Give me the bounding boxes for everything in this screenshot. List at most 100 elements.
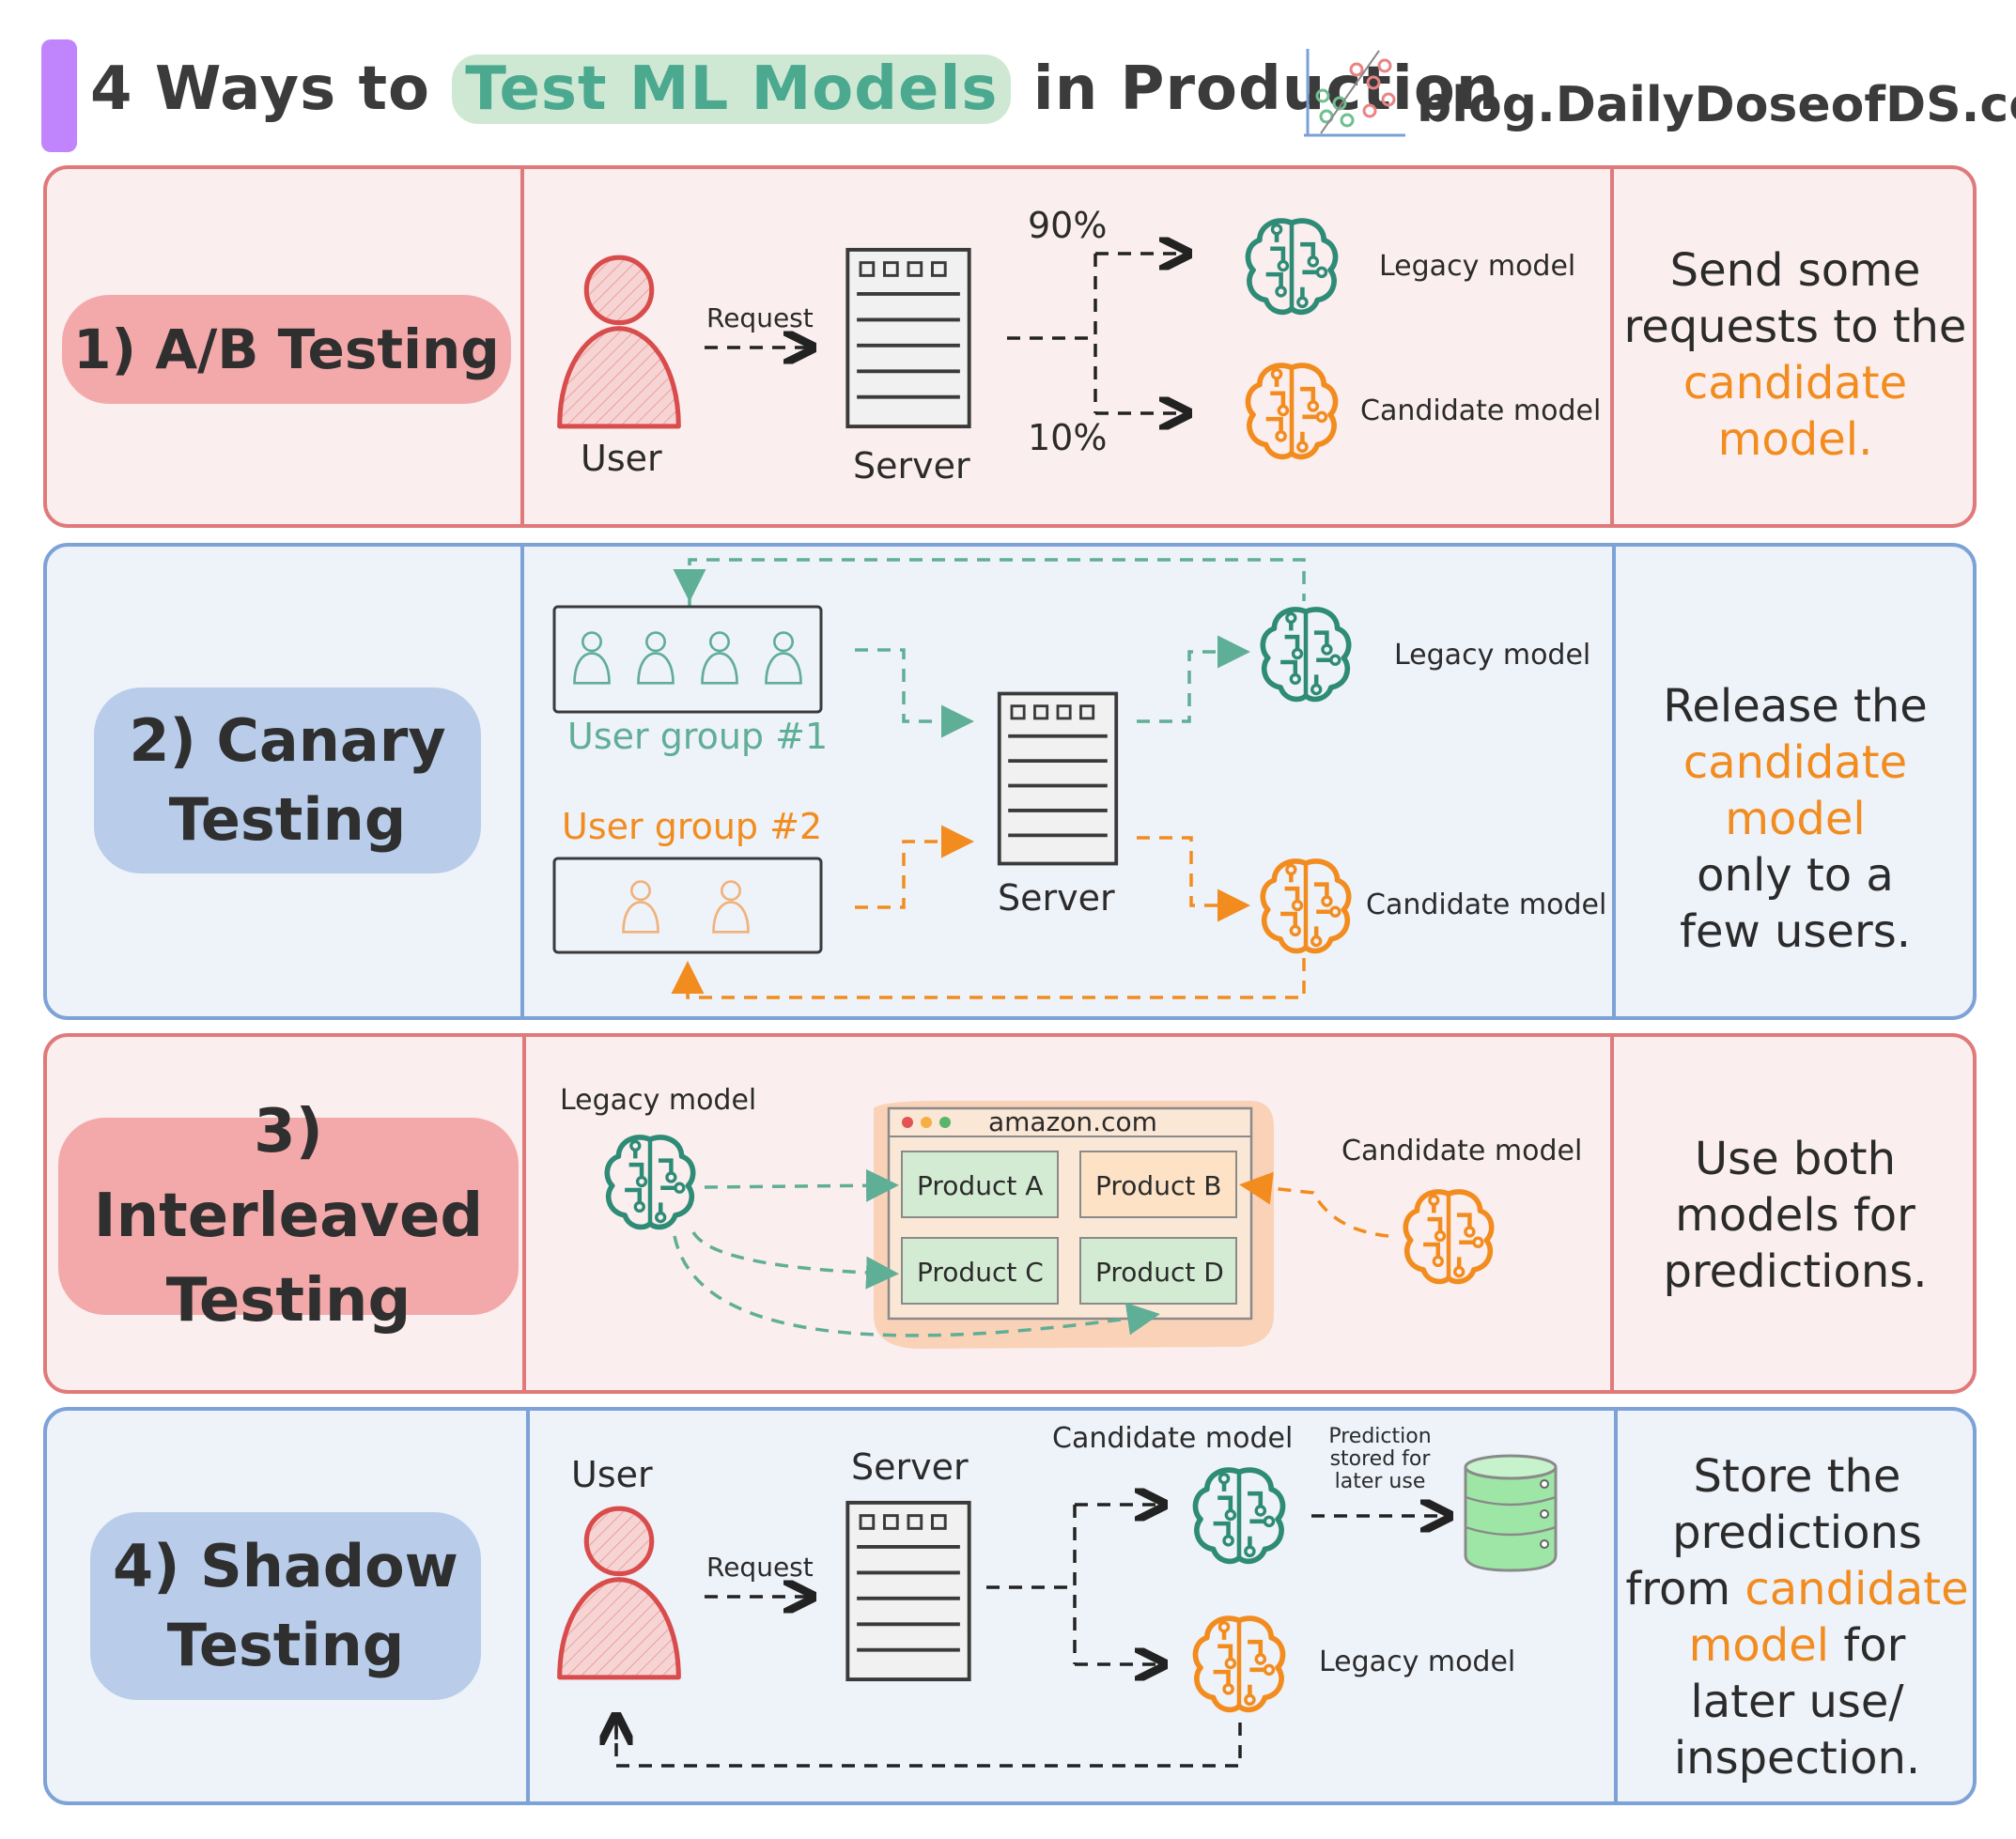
- section-label-line: 3) Interleaved: [93, 1097, 484, 1251]
- divider: [1612, 547, 1616, 1016]
- group1-to-server-arrow: [855, 648, 974, 738]
- server-icon: [845, 1500, 971, 1682]
- desc-word: from: [1625, 1563, 1731, 1615]
- candidate-model-label: Candidate model: [1341, 1135, 1583, 1167]
- section-ab-testing: 1) A/B Testing Send some requests to the…: [43, 165, 1977, 528]
- section-label-line: Testing: [165, 1266, 411, 1336]
- user-group1-box: [552, 605, 823, 714]
- title-post: in Production: [1032, 54, 1500, 124]
- desc-line-highlight: candidate: [1683, 357, 1908, 410]
- request-label: Request: [706, 1552, 814, 1583]
- candidate-model-label: Candidate model: [1366, 889, 1607, 921]
- divider: [522, 1037, 526, 1390]
- desc-word-highlight: candidate: [1745, 1563, 1969, 1615]
- legacy-to-product-a-arrow: [704, 1168, 899, 1202]
- candidate-to-product-b-arrow: [1239, 1171, 1389, 1238]
- desc-line: Send some: [1669, 244, 1921, 297]
- section-label: 1) A/B Testing: [62, 295, 511, 404]
- desc-line: predictions.: [1663, 1245, 1928, 1298]
- desc-line: later use/: [1690, 1676, 1904, 1728]
- stored-line: Prediction: [1328, 1425, 1432, 1448]
- user-group2-box: [552, 857, 823, 954]
- legacy-model-brain-icon: [607, 1137, 692, 1228]
- divider: [1610, 169, 1614, 524]
- database-icon: [1464, 1454, 1558, 1572]
- legacy-model-label: Legacy model: [1394, 639, 1591, 672]
- prediction-stored-label: Prediction stored for later use: [1319, 1426, 1441, 1493]
- legacy-model-brain-icon: [1263, 610, 1348, 700]
- server-to-candidate-arrow: [1137, 836, 1250, 922]
- legacy-model-label: Legacy model: [1379, 250, 1576, 283]
- product-d-tile: [1079, 1237, 1237, 1305]
- desc-line: from candidate: [1616, 1561, 1978, 1617]
- scatter-logo-icon: [1304, 49, 1405, 137]
- desc-line: Use both: [1694, 1133, 1896, 1185]
- desc-line: model for: [1616, 1617, 1978, 1674]
- user-icon: [560, 257, 679, 426]
- section-description: Store the predictions from candidate mod…: [1616, 1448, 1978, 1786]
- divider: [1610, 1037, 1614, 1390]
- amazon-site-label: amazon.com: [988, 1106, 1157, 1137]
- section-label-text: 1) A/B Testing: [73, 317, 500, 381]
- desc-line: Release the: [1663, 680, 1928, 733]
- browser-minimize-dot-icon: [921, 1117, 932, 1128]
- title-accent-bar: [41, 39, 77, 152]
- section-label-line: 2) Canary: [129, 706, 446, 775]
- divider: [520, 547, 524, 1016]
- server-label: Server: [851, 1446, 969, 1488]
- browser-close-dot-icon: [902, 1117, 913, 1128]
- user-icon: [560, 1508, 679, 1677]
- legacy-model-label: Legacy model: [1319, 1646, 1516, 1678]
- section-label-line: Testing: [168, 785, 407, 854]
- legacy-model-label: Legacy model: [560, 1084, 757, 1117]
- desc-line: requests to the: [1623, 301, 1967, 353]
- section-label: 3) Interleaved Testing: [58, 1097, 519, 1336]
- legacy-model-brain-icon: [1195, 1618, 1282, 1709]
- section-description: Use both models for predictions.: [1614, 1131, 1977, 1300]
- desc-line: inspection.: [1673, 1732, 1921, 1785]
- desc-line: Store the: [1693, 1450, 1901, 1503]
- section-label: 4) Shadow Testing: [90, 1512, 481, 1700]
- product-d-label: Product D: [1095, 1257, 1224, 1288]
- stored-line: later use: [1334, 1470, 1426, 1493]
- request-label: Request: [706, 302, 814, 333]
- server-label: Server: [998, 877, 1115, 919]
- response-loop: [614, 1723, 1242, 1768]
- server-icon: [845, 247, 971, 429]
- candidate-model-brain-icon: [1405, 1192, 1491, 1282]
- candidate-model-brain-icon: [1263, 861, 1348, 951]
- desc-line: only to a: [1697, 849, 1894, 902]
- divider: [526, 1411, 530, 1801]
- legacy-model-brain-icon: [1248, 221, 1335, 312]
- page-title: 4 Ways to Test ML Models in Production: [90, 54, 1499, 124]
- group2-feedback-loop: [686, 958, 1306, 999]
- section-label: 2) Canary Testing: [94, 688, 481, 873]
- desc-line-highlight: model.: [1717, 413, 1873, 466]
- section-description: Send some requests to the candidate mode…: [1614, 242, 1977, 468]
- desc-line: predictions: [1672, 1507, 1922, 1559]
- server-to-legacy-arrow: [1137, 635, 1250, 723]
- server-icon: [997, 691, 1119, 866]
- section-shadow-testing: 4) Shadow Testing Store the predictions …: [43, 1407, 1977, 1805]
- user-group1-label: User group #1: [567, 716, 829, 757]
- product-b-label: Product B: [1095, 1170, 1222, 1201]
- split-line: [1007, 254, 1097, 413]
- candidate-model-brain-icon: [1248, 365, 1335, 456]
- product-c-tile: [901, 1237, 1059, 1305]
- product-c-label: Product C: [917, 1257, 1044, 1288]
- candidate-model-label: Candidate model: [1360, 394, 1602, 427]
- browser-maximize-dot-icon: [939, 1117, 951, 1128]
- user-label: User: [571, 1454, 653, 1495]
- desc-word-highlight: model: [1688, 1619, 1830, 1672]
- desc-word: for: [1843, 1619, 1906, 1672]
- title-highlight: Test ML Models: [452, 54, 1012, 124]
- site-url: blog.DailyDoseofDS.com: [1417, 77, 2016, 133]
- desc-line: few users.: [1680, 905, 1911, 958]
- server-label: Server: [853, 445, 970, 487]
- divider: [520, 169, 524, 524]
- candidate-model-label: Candidate model: [1052, 1422, 1294, 1455]
- legacy-to-product-c-arrow: [691, 1231, 899, 1290]
- product-a-tile: [901, 1151, 1059, 1218]
- user-label: User: [581, 438, 662, 479]
